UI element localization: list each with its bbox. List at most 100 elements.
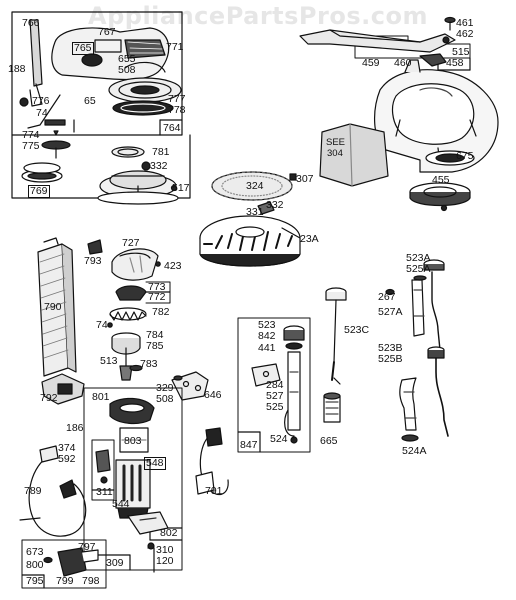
label-329: 329 [156,382,174,394]
label-771: 771 [166,41,184,53]
label-773: 773 [148,281,166,293]
label-374: 374 [58,442,76,454]
label-802: 802 [160,527,178,539]
label-769: 769 [28,185,50,198]
label-790: 790 [44,301,62,313]
label-775: 775 [22,140,40,152]
oil-fill-bracket [251,363,281,387]
label-527A: 527A [378,306,403,318]
label-793: 793 [84,255,102,267]
label-764: 764 [163,122,181,134]
label-727: 727 [122,237,140,249]
rewind-starter-assembly-box [11,11,183,136]
carb-cover [111,248,161,281]
flywheel-screen [211,171,297,215]
label-801: 801 [92,391,110,403]
label-544: 544 [112,498,130,510]
label-423: 423 [164,260,182,272]
label-525A: 525A [406,263,431,275]
ignition-wire-harness [19,445,87,537]
label-525: 525 [266,401,284,413]
label-see-304: 304 [327,148,343,159]
dipstick-tube-upper [385,259,445,351]
label-513: 513 [100,355,118,367]
dipstick-523C [325,287,347,385]
label-774: 774 [22,129,40,141]
label-309: 309 [106,557,124,569]
label-188: 188 [8,63,26,75]
label-332: 332 [150,160,168,172]
label-see: SEE [326,137,346,148]
label-766: 766 [22,17,40,29]
label-458: 458 [446,57,464,69]
label-524A: 524A [402,445,427,457]
rotating-screen [97,146,179,205]
label-523A: 523A [406,252,431,264]
label-508b: 508 [156,393,174,405]
starter-handle [19,94,75,133]
label-525B: 525B [378,353,403,365]
label-783: 783 [140,358,158,370]
label-331: 331 [246,206,264,218]
brake-lever [299,16,456,67]
label-792: 792 [40,392,58,404]
label-800: 800 [26,559,44,571]
governor-link-bracket [171,371,209,401]
air-cleaner-element [37,237,77,377]
label-767: 767 [98,26,116,38]
label-284: 284 [266,379,284,391]
small-fastener-793 [87,239,103,255]
label-789: 789 [24,485,42,497]
label-765: 765 [72,42,94,55]
label-781: 781 [152,146,170,158]
label-515: 515 [452,46,470,58]
label-311: 311 [96,486,113,498]
label-527: 527 [266,390,284,402]
stop-switch [43,547,99,577]
label-791: 791 [205,485,223,497]
label-592: 592 [58,453,76,465]
starter-spring-parts [21,130,71,183]
label-803: 803 [124,435,142,447]
label-460: 460 [394,57,412,69]
label-120: 120 [156,555,174,567]
shroud-cover [319,123,389,187]
label-777: 777 [168,93,186,105]
blower-housing [374,59,499,173]
label-523C: 523C [344,324,370,336]
label-523: 523 [258,319,276,331]
label-785: 785 [146,340,164,352]
label-778: 778 [168,104,186,116]
label-799: 799 [56,575,74,587]
label-795: 795 [26,575,44,587]
label-310: 310 [156,544,174,556]
label-459: 459 [362,57,380,69]
blade-adapter [409,150,475,212]
label-842: 842 [258,330,276,342]
label-307: 307 [296,173,314,185]
carb-gasket-box [145,281,171,304]
label-517: 517 [172,182,190,194]
label-267: 267 [378,291,396,303]
label-523B: 523B [378,342,403,354]
label-74: 74 [36,107,48,119]
label-23A: 23A [300,233,319,245]
label-772: 772 [148,291,166,303]
label-548: 548 [144,457,166,470]
label-655: 655 [118,53,136,65]
label-847: 847 [240,439,258,451]
label-324: 324 [246,180,264,192]
ignition-sub-box [91,439,115,501]
label-74b: 74 [96,319,108,331]
label-455: 455 [432,174,450,186]
oil-drain-plug-665 [323,392,341,423]
oil-fill-box [237,317,311,453]
label-332b: 332 [266,199,284,211]
label-186: 186 [66,422,84,434]
label-782: 782 [152,306,170,318]
starter-pulley-and-spring [108,61,182,116]
label-508: 508 [118,64,136,76]
label-784: 784 [146,329,164,341]
